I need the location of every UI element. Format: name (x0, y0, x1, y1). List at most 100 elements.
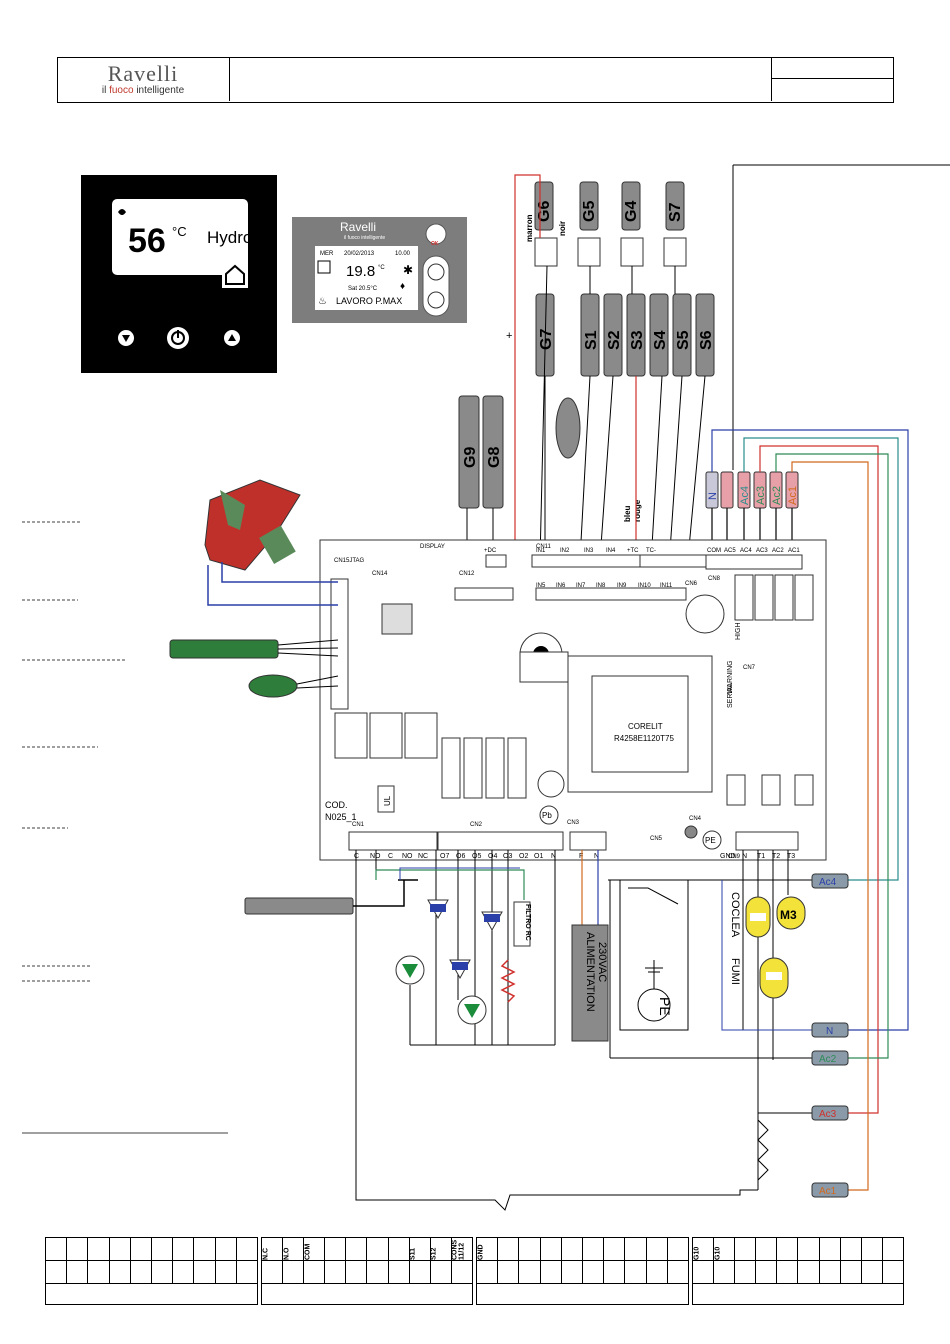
pin-label: O6 (456, 853, 465, 860)
ac-tag: Ac3 (755, 486, 767, 505)
menu-ok-button[interactable] (425, 223, 447, 245)
clock-icon[interactable] (427, 263, 445, 281)
display-unit: °C (172, 224, 187, 239)
right-tag-ac4: Ac4 (819, 877, 837, 888)
board-label: CN5 (650, 836, 663, 842)
table-label: S12 (430, 1237, 452, 1261)
board-ul: UL (383, 795, 392, 806)
right-tag-n: N (826, 1026, 833, 1037)
table-label: COM (303, 1237, 325, 1261)
board-label: CN3 (567, 820, 580, 826)
flame-icon (118, 209, 126, 215)
probe-label: G7 (538, 329, 555, 350)
probe-label: S2 (606, 330, 623, 350)
pin-label: AC2 (772, 548, 784, 554)
pin-label: N (551, 853, 556, 860)
pin-label: +DC (484, 548, 497, 554)
home-icon (225, 264, 245, 285)
pin-label: O1 (534, 853, 543, 860)
board-label: CN8 (708, 576, 721, 582)
pin-label: T3 (787, 853, 795, 860)
down-arrow-icon (122, 335, 130, 342)
m3-label: M3 (780, 908, 797, 922)
board-label: CN11 (536, 544, 552, 550)
table-label: N.O (282, 1237, 304, 1261)
table-label: CONS 11/12 (451, 1237, 473, 1261)
board-label: CN14 (372, 571, 388, 577)
board-label: CN15JTAG (334, 558, 365, 564)
revision-cell (771, 57, 893, 79)
power-supply: ALIMENTATION 230VAC PE (571, 850, 689, 1042)
noir-label: noir (558, 221, 567, 236)
probe-label: S7 (667, 202, 684, 222)
terminal-table-4: G10 G10 (691, 1237, 905, 1305)
top-probes: G6 G5 G4 S7 marron noir + bleu rouge (506, 181, 687, 522)
pin-label: AC3 (756, 548, 768, 554)
drop-icon: ♦ (400, 281, 405, 292)
logo: Ravelli il fuoco intelligente (57, 57, 230, 101)
board-label: CN12 (459, 571, 475, 577)
sheet-cell (771, 79, 893, 101)
fumi-label: FUMI (729, 958, 741, 985)
board-cod: COD. (325, 800, 348, 810)
pin-label: N (594, 853, 599, 860)
pin-label: T1 (757, 853, 765, 860)
brand-name: Ravelli (107, 61, 179, 86)
left-guides (22, 521, 228, 1134)
probe-label: G6 (536, 201, 553, 222)
board-label: DISPLAY (420, 544, 445, 550)
right-tag-ac2: Ac2 (819, 1054, 837, 1065)
terminal-table-3: GND (475, 1237, 690, 1305)
table-label: GND (476, 1237, 498, 1261)
marron-label: marron (525, 214, 534, 242)
ac-tag: Ac2 (771, 486, 783, 505)
pin-label: IN10 (638, 583, 651, 589)
fan-icon (317, 260, 331, 274)
ac-tag: Ac4 (739, 486, 751, 505)
board-pe: PE (705, 836, 716, 845)
pin-label: IN5 (536, 583, 546, 589)
right-tags: Ac4 N Ac2 Ac3 Ac1 (811, 873, 849, 1198)
left-probes: G9 G8 (458, 395, 581, 509)
panel-time: 10.00 (395, 251, 411, 257)
board-label: CN9 (728, 854, 741, 860)
pin-label: O4 (488, 853, 497, 860)
board-code: N025_1 (325, 812, 357, 822)
panel-date: 20/02/2013 (344, 251, 375, 257)
display-temperature: 56 (128, 222, 166, 260)
terminal-table-1 (44, 1237, 259, 1305)
table-label: G10 (692, 1237, 714, 1261)
panel-brand: Ravelli (340, 220, 376, 234)
display-mode: Hydro (207, 228, 252, 247)
hydro-display-panel: 56 °C Hydro (81, 175, 277, 373)
pin-label: COM (707, 548, 721, 554)
panel-set: Sat 20.5°C (348, 286, 378, 292)
plus-label: + (506, 330, 512, 342)
ac-tags-top: N Ac4 Ac3 Ac2 Ac1 (705, 471, 799, 509)
ravelli-control-panel: Ravelli il fuoco intelligente MER 20/02/… (292, 217, 467, 323)
title-block (57, 57, 894, 103)
probe-label: G9 (462, 447, 479, 468)
thermometer-icon[interactable] (427, 291, 445, 309)
table-label: S11 (409, 1237, 431, 1261)
probe-label: S5 (675, 330, 692, 350)
pin-label: T2 (772, 853, 780, 860)
brand-tagline: il fuoco intelligente (101, 85, 185, 96)
board-label: CN1 (352, 822, 365, 828)
right-tag-ac3: Ac3 (819, 1109, 837, 1120)
up-arrow-icon (228, 334, 236, 341)
pin-label: IN7 (576, 583, 586, 589)
panel-brand-sub: il fuoco intelligente (344, 235, 385, 241)
transformer-name: CORELIT (628, 722, 663, 731)
probe-label: S6 (698, 330, 715, 350)
probe-label: S3 (629, 330, 646, 350)
pe-label: PE (657, 997, 673, 1016)
probe-label: S1 (583, 330, 600, 350)
board-label: CN4 (689, 816, 702, 822)
pin-label: AC4 (740, 548, 752, 554)
pin-label: IN3 (584, 548, 594, 554)
terminal-table-2: N.C N.O COM S11 S12 CONS 11/12 (260, 1237, 474, 1305)
panel-temp: 19.8 (346, 263, 375, 280)
board-label: CN2 (470, 822, 483, 828)
bleu-label: bleu (623, 505, 632, 522)
